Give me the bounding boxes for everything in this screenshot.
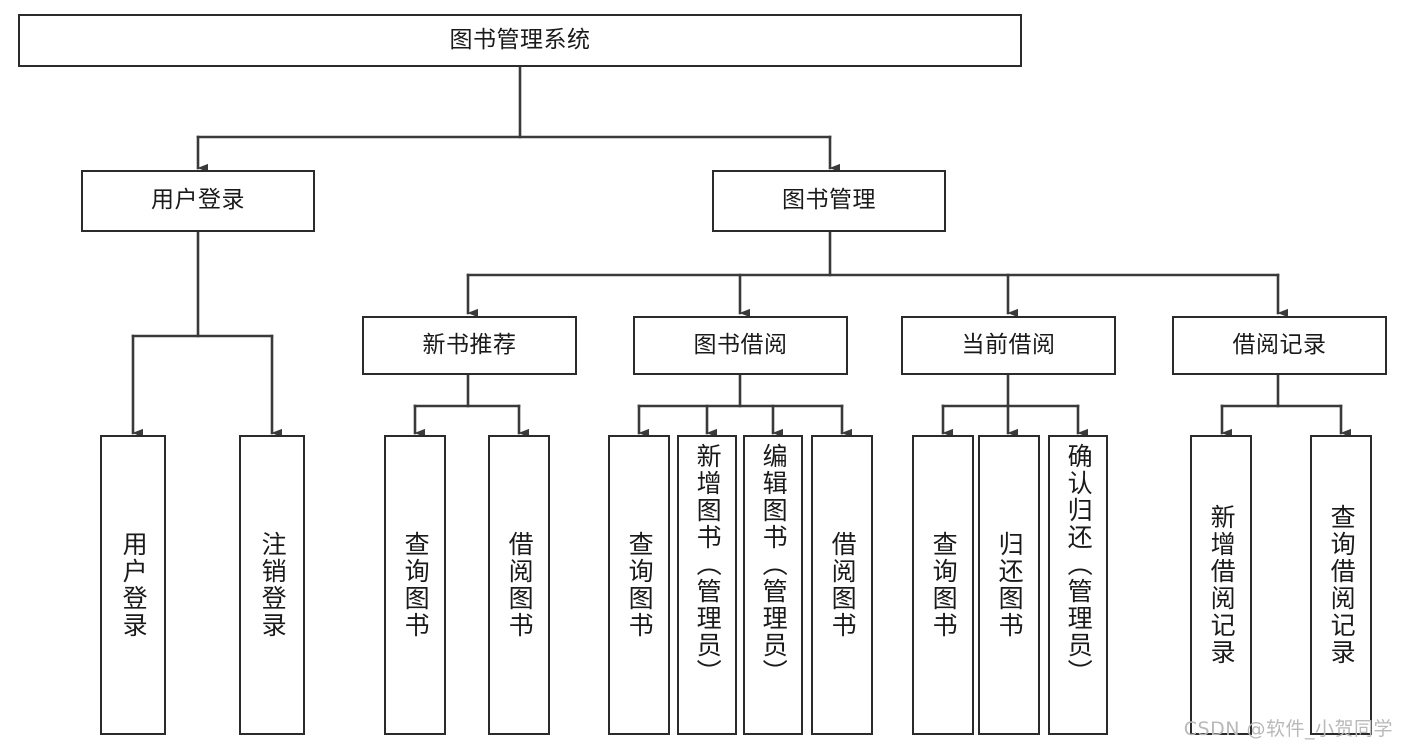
node-leaf-add-book[interactable]: 新增图书（管理员） (677, 435, 737, 735)
node-book-borrow-label: 图书借阅 (693, 331, 788, 358)
node-leaf-query-book-3-label: 查询图书 (929, 531, 959, 639)
node-new-book-recommend[interactable]: 新书推荐 (362, 316, 577, 375)
node-leaf-return-book[interactable]: 归还图书 (978, 435, 1040, 735)
node-leaf-borrow-book-1-label: 借阅图书 (505, 531, 535, 639)
node-leaf-query-book-3[interactable]: 查询图书 (912, 435, 974, 735)
node-root-label: 图书管理系统 (449, 26, 591, 53)
node-leaf-query-book-2[interactable]: 查询图书 (608, 435, 670, 735)
node-leaf-confirm-return-label: 确认归还（管理员） (1064, 443, 1094, 686)
node-leaf-query-record[interactable]: 查询借阅记录 (1310, 435, 1372, 735)
node-new-book-recommend-label: 新书推荐 (422, 331, 517, 358)
node-leaf-borrow-book-2-label: 借阅图书 (828, 531, 858, 639)
node-current-borrow[interactable]: 当前借阅 (901, 316, 1116, 375)
node-leaf-user-login[interactable]: 用户登录 (100, 435, 166, 735)
node-leaf-edit-book[interactable]: 编辑图书（管理员） (743, 435, 803, 735)
node-leaf-add-record-label: 新增借阅记录 (1207, 504, 1237, 666)
node-root[interactable]: 图书管理系统 (18, 14, 1022, 67)
node-leaf-return-book-label: 归还图书 (995, 531, 1025, 639)
node-book-borrow[interactable]: 图书借阅 (633, 316, 848, 375)
node-leaf-user-login-label: 用户登录 (119, 531, 149, 639)
node-leaf-add-book-label: 新增图书（管理员） (693, 443, 723, 686)
node-leaf-add-record[interactable]: 新增借阅记录 (1190, 435, 1252, 735)
node-book-management[interactable]: 图书管理 (712, 170, 946, 232)
node-user-login-label: 用户登录 (151, 187, 245, 214)
node-leaf-query-book-1-label: 查询图书 (401, 531, 431, 639)
node-leaf-query-book-1[interactable]: 查询图书 (384, 435, 446, 735)
node-leaf-user-logout-label: 注销登录 (258, 531, 288, 639)
node-leaf-user-logout[interactable]: 注销登录 (239, 435, 305, 735)
node-leaf-query-record-label: 查询借阅记录 (1327, 504, 1357, 666)
node-leaf-borrow-book-2[interactable]: 借阅图书 (811, 435, 873, 735)
node-leaf-query-book-2-label: 查询图书 (625, 531, 655, 639)
node-borrow-record-label: 借阅记录 (1232, 331, 1327, 358)
node-current-borrow-label: 当前借阅 (961, 331, 1056, 358)
node-book-management-label: 图书管理 (782, 187, 876, 214)
node-leaf-borrow-book-1[interactable]: 借阅图书 (488, 435, 550, 735)
node-leaf-confirm-return[interactable]: 确认归还（管理员） (1048, 435, 1108, 735)
node-borrow-record[interactable]: 借阅记录 (1172, 316, 1387, 375)
node-leaf-edit-book-label: 编辑图书（管理员） (759, 443, 789, 686)
node-user-login[interactable]: 用户登录 (81, 170, 315, 232)
